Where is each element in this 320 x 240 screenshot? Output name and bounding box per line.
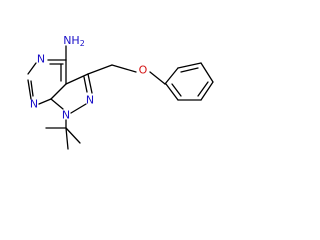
bond-ph-1 bbox=[177, 62, 202, 69]
o-label: O bbox=[139, 64, 148, 77]
bond-double-c3-n2-inner bbox=[83, 76, 88, 93]
nh2-label: NH2 bbox=[63, 34, 85, 48]
bond-ch2-o bbox=[111, 64, 137, 73]
structure-svg: NH2 N N N N O bbox=[27, 34, 214, 150]
bond-ph-5 bbox=[165, 83, 179, 101]
bond-ch2b-ph bbox=[164, 67, 179, 85]
n7-label: N bbox=[30, 98, 38, 111]
bond-c3-ch2 bbox=[87, 64, 113, 75]
bond-ph-3 bbox=[200, 81, 214, 101]
bond-cq-me3 bbox=[65, 127, 81, 144]
n2-label: N bbox=[86, 94, 94, 107]
bond-n1-c7a bbox=[50, 98, 64, 110]
n5-label: N bbox=[37, 53, 45, 66]
molecule-diagram: NH2 N N N N O bbox=[27, 34, 214, 150]
bond-ph-double-1 bbox=[180, 67, 199, 73]
bond-c4a-c7a bbox=[50, 83, 67, 100]
bond-o-ch2b bbox=[149, 71, 166, 85]
bond-n2-n1 bbox=[70, 103, 87, 114]
bond-double-c6-inner bbox=[30, 80, 34, 97]
bond-ph-2 bbox=[200, 62, 214, 83]
bond-ph-double-2 bbox=[197, 81, 209, 97]
bond-n7-c6 bbox=[27, 79, 32, 100]
bond-c4a-c3 bbox=[65, 73, 89, 85]
bond-c6-n5 bbox=[27, 62, 37, 75]
n1-label: N bbox=[62, 109, 70, 122]
bond-c7a-n7 bbox=[38, 98, 52, 105]
bond-ph-double-3 bbox=[171, 83, 182, 97]
bond-cq-me2 bbox=[65, 127, 69, 150]
bond-c3-n2 bbox=[87, 73, 93, 94]
